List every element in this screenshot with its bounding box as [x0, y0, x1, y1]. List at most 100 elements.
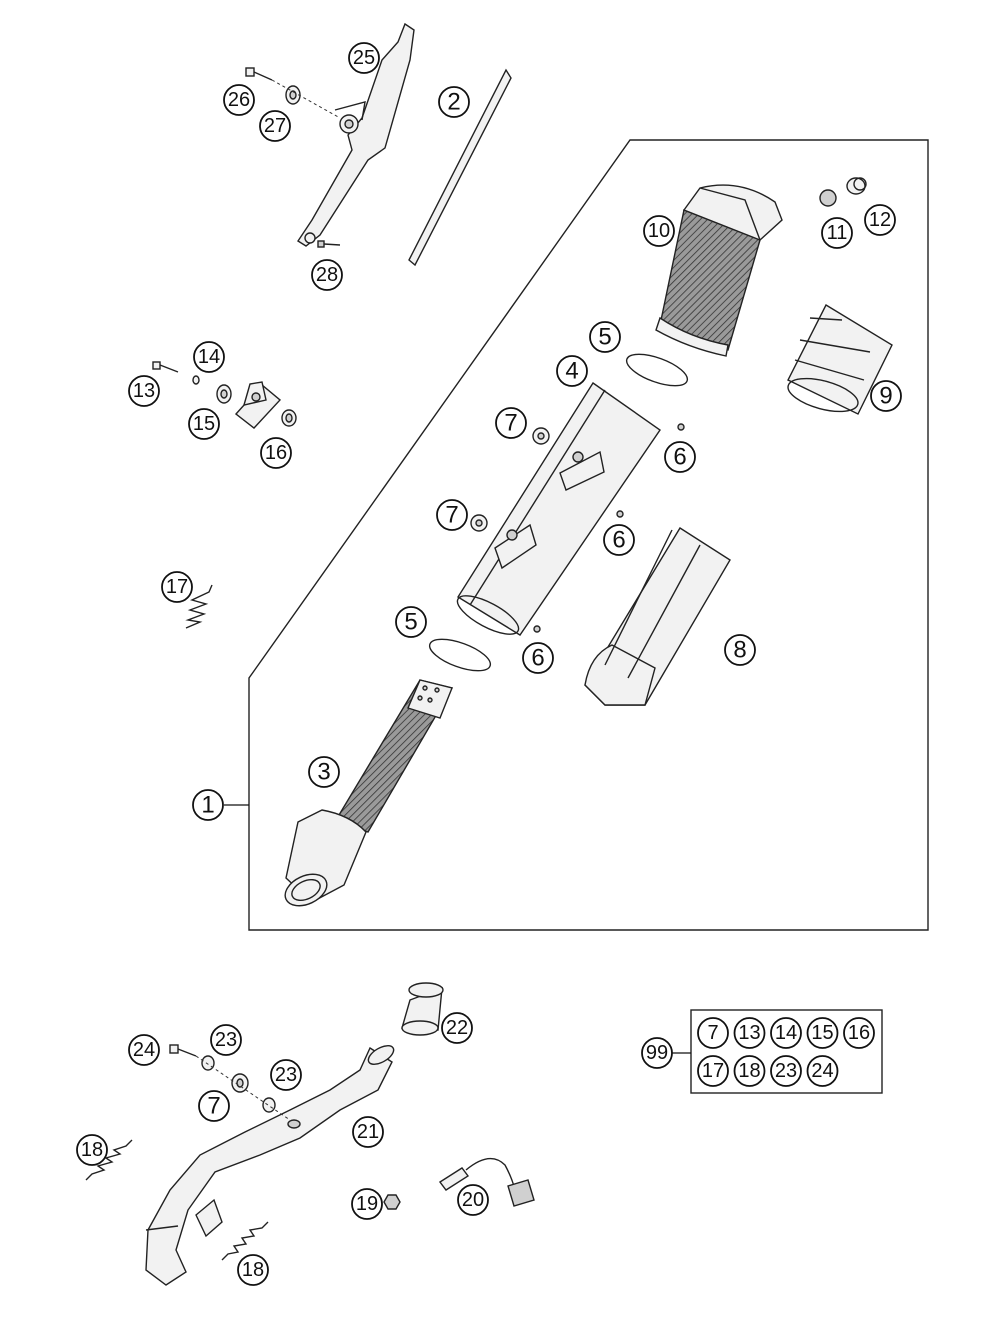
- svg-text:8: 8: [733, 637, 746, 664]
- svg-text:5: 5: [598, 324, 611, 351]
- part-16-nut: [281, 409, 297, 427]
- part-7-grommet-upper: [532, 427, 550, 445]
- part-6-screw-b: [616, 510, 624, 518]
- svg-text:18: 18: [81, 1139, 103, 1161]
- callout-99: 99: [641, 1037, 673, 1069]
- svg-text:7: 7: [504, 410, 517, 437]
- kit-box-item: 18: [733, 1055, 766, 1087]
- svg-text:3: 3: [317, 759, 330, 786]
- callout-22: 22: [441, 1012, 473, 1044]
- part-17-spring: [185, 584, 213, 629]
- part-4-silencer-body: [456, 382, 661, 636]
- kit-box-item: 7: [697, 1017, 729, 1049]
- callout-26: 26: [223, 84, 255, 116]
- part-10-end-cap: [655, 184, 783, 357]
- callout-16: 16: [260, 437, 292, 469]
- silencer-assembly-frame: [248, 139, 929, 931]
- part-6-screw-a: [677, 423, 685, 431]
- svg-text:24: 24: [811, 1060, 833, 1082]
- svg-text:17: 17: [702, 1060, 724, 1082]
- part-11-plug: [819, 189, 837, 207]
- svg-text:1: 1: [201, 792, 214, 819]
- part-9-end-sleeve: [787, 304, 893, 415]
- svg-text:6: 6: [673, 444, 686, 471]
- part-18-spring-upper: [85, 1139, 133, 1181]
- callout-25: 25: [348, 42, 380, 74]
- part-26-bolt: [245, 67, 273, 81]
- part-7-grommet-lower: [470, 514, 488, 532]
- callout-7-b: 7: [436, 499, 468, 531]
- svg-text:99: 99: [646, 1042, 668, 1064]
- svg-text:14: 14: [198, 346, 220, 368]
- callout-4: 4: [556, 355, 588, 387]
- callout-23-a: 23: [210, 1024, 242, 1056]
- part-12-cap: [846, 177, 867, 195]
- svg-text:15: 15: [811, 1022, 833, 1044]
- svg-text:9: 9: [879, 383, 892, 410]
- callout-27: 27: [259, 110, 291, 142]
- callout-14: 14: [193, 341, 225, 373]
- part-28-screw: [317, 240, 341, 248]
- kit-box-item: 15: [806, 1017, 839, 1049]
- kit-box-item: 23: [770, 1055, 802, 1087]
- part-5-gasket-lower: [428, 638, 492, 672]
- svg-text:20: 20: [462, 1189, 484, 1211]
- svg-text:11: 11: [827, 222, 848, 244]
- part-3-inner-pipe: [284, 679, 454, 907]
- svg-text:2: 2: [447, 89, 460, 116]
- kit-box-item: 16: [843, 1017, 875, 1049]
- callout-15: 15: [188, 408, 220, 440]
- callout-19: 19: [351, 1188, 383, 1220]
- svg-text:26: 26: [228, 89, 250, 111]
- kit-box-item: 14: [770, 1017, 802, 1049]
- part-20-lambda-sensor: [438, 1157, 535, 1207]
- svg-text:4: 4: [565, 358, 578, 385]
- part-24-bolt: [169, 1044, 197, 1057]
- svg-text:22: 22: [446, 1017, 468, 1039]
- svg-text:23: 23: [775, 1060, 797, 1082]
- kit-box: [690, 1009, 883, 1094]
- callout-6-c: 6: [522, 642, 554, 674]
- part-14-washer: [192, 375, 200, 385]
- svg-text:16: 16: [848, 1022, 870, 1044]
- callout-12: 12: [864, 204, 896, 236]
- svg-text:23: 23: [275, 1064, 297, 1086]
- callout-7-a: 7: [495, 407, 527, 439]
- svg-text:14: 14: [775, 1022, 797, 1044]
- callout-18-b: 18: [237, 1254, 269, 1286]
- callout-24: 24: [128, 1034, 160, 1066]
- svg-text:18: 18: [738, 1060, 760, 1082]
- svg-text:7: 7: [445, 502, 458, 529]
- part-22-coupling-sleeve: [401, 982, 444, 1036]
- part-2-heat-shield-strip: [408, 68, 512, 267]
- part-5-gasket-upper: [625, 353, 689, 387]
- svg-text:16: 16: [265, 442, 287, 464]
- part-6-screw-c: [533, 625, 541, 633]
- callout-18-a: 18: [76, 1134, 108, 1166]
- bolt-axis-26: [271, 79, 341, 119]
- kit-box-item: 17: [697, 1055, 729, 1087]
- svg-text:23: 23: [215, 1029, 237, 1051]
- part-21-header-pipe: [145, 1045, 395, 1286]
- svg-text:7: 7: [207, 1093, 220, 1120]
- svg-text:17: 17: [166, 576, 188, 598]
- svg-text:25: 25: [353, 47, 375, 69]
- part-23-washer-lower: [262, 1097, 276, 1113]
- svg-text:19: 19: [356, 1193, 378, 1215]
- svg-text:13: 13: [738, 1022, 760, 1044]
- part-18-spring-lower: [221, 1221, 269, 1261]
- kit-box-item: 24: [806, 1055, 839, 1087]
- callout-28: 28: [311, 259, 343, 291]
- callout-17: 17: [161, 571, 193, 603]
- callout-6-a: 6: [664, 441, 696, 473]
- part-13-bolt: [152, 361, 179, 373]
- callout-7-c: 7: [198, 1090, 230, 1122]
- bracket-clamp: [234, 381, 282, 429]
- svg-text:24: 24: [133, 1039, 155, 1061]
- callout-21: 21: [352, 1116, 384, 1148]
- callout-23-b: 23: [270, 1059, 302, 1091]
- callout-5-lower: 5: [395, 606, 427, 638]
- kit-box-items: 7 13 14 15 16 17 18 23 24: [697, 1017, 875, 1087]
- callout-3: 3: [308, 756, 340, 788]
- callout-1: 1: [192, 789, 224, 821]
